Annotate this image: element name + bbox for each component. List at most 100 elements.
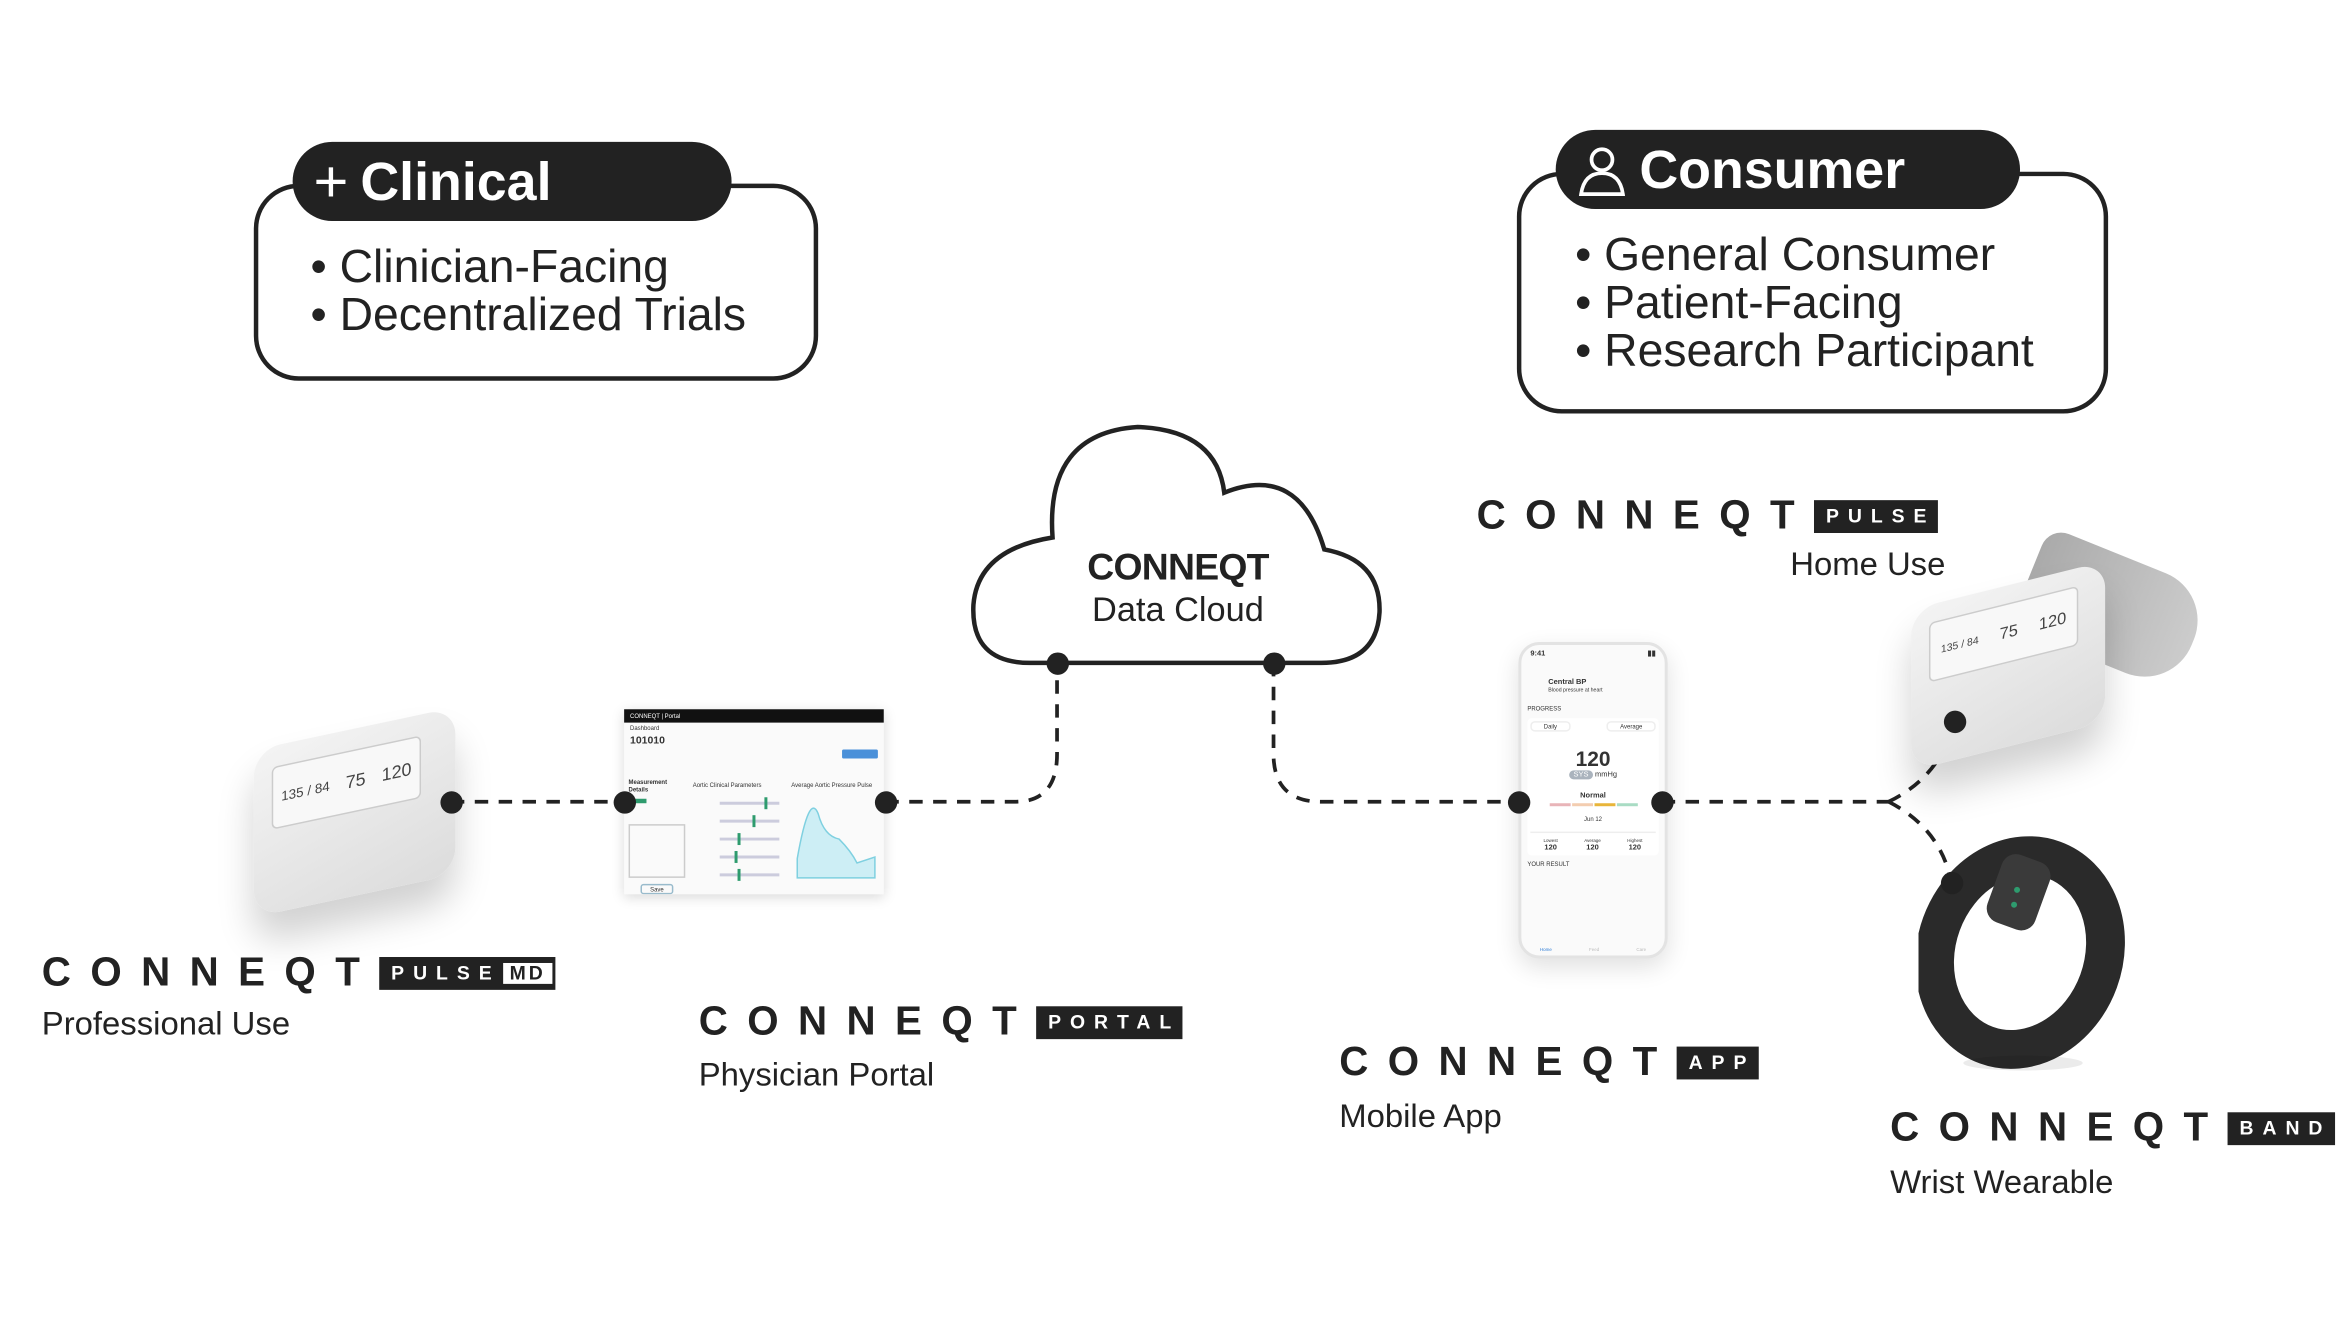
list-item: Clinician-Facing (311, 243, 746, 291)
app-logo: CONNEQT APP (1339, 1039, 1759, 1085)
portal-patient-id: 101010 (630, 736, 665, 747)
band-logo: CONNEQT BAND (1890, 1104, 2335, 1151)
clinical-header: + Clinical (292, 141, 732, 221)
badge-text: APP (1688, 1051, 1756, 1074)
cloud-subtitle: Data Cloud (1092, 589, 1264, 629)
connector-dot (1507, 790, 1530, 813)
wrist-band-image (1918, 836, 2125, 1071)
device-reading-hr: 75 (1999, 621, 2018, 645)
consumer-list: General Consumer Patient-Facing Research… (1575, 231, 2034, 374)
device-reading-central: 120 (381, 758, 412, 786)
tab-bar: Home Feed Care (1521, 947, 1664, 953)
data-cloud: CONNEQT Data Cloud (1045, 546, 1311, 630)
app-label: Mobile App (1339, 1097, 1502, 1135)
badge-text: PULSE (391, 961, 501, 984)
mobile-app-screenshot: 9:41 ▮▮ Central BP Blood pressure at hear… (1518, 641, 1668, 959)
list-item: Decentralized Trials (311, 290, 746, 339)
line-hub-band (1887, 800, 1954, 883)
device-screen: 135 / 84 75 120 (271, 735, 422, 830)
consumer-title: Consumer (1639, 138, 1906, 200)
portal-save-button: Save (640, 883, 674, 895)
phone-time: 9:41 (1530, 649, 1546, 659)
badge-text: PORTAL (1048, 1010, 1181, 1034)
logo-badge: BAND (2227, 1111, 2335, 1145)
portal-section-title: Average Aortic Pressure Pulse (791, 780, 873, 789)
list-item: General Consumer (1575, 231, 2034, 279)
clinical-list: Clinician-Facing Decentralized Trials (311, 243, 746, 339)
tab-care: Care (1636, 946, 1647, 953)
device-screen: 135 / 84 75 120 (1928, 585, 2079, 683)
portal-section-title: Measurement Details (628, 777, 668, 793)
connector-dot (439, 790, 463, 813)
sys-badge: SYS (1569, 770, 1593, 780)
status-label: Normal (1580, 791, 1606, 801)
logo-badge: PULSE (1813, 499, 1939, 533)
portal-nav: Dashboard (630, 724, 660, 732)
stat-value: 120 (1544, 843, 1557, 853)
unit-label: mmHg (1595, 770, 1618, 780)
line-cloud-app (1271, 662, 1519, 804)
stat-value: 120 (1628, 843, 1642, 853)
portal-label: Physician Portal (698, 1055, 935, 1093)
logo-wordmark: CONNEQT (1890, 1104, 2228, 1150)
portal-topbar: CONNEQT | Portal (624, 709, 884, 723)
device-reading-hr: 75 (345, 768, 366, 794)
cloud-title: CONNEQT (1087, 546, 1269, 589)
result-label: YOUR RESULT (1527, 859, 1570, 868)
portal-left-panel: Measurement Details Save (628, 777, 686, 895)
device-reading-bp: 135 / 84 (1940, 635, 1979, 656)
band-label: Wrist Wearable (1890, 1163, 2114, 1201)
daily-dropdown: Daily (1530, 721, 1571, 732)
progress-label: PROGRESS (1527, 704, 1562, 713)
device-reading-central: 120 (2038, 609, 2067, 635)
tab-feed: Feed (1589, 946, 1600, 953)
pulse-logo: CONNEQT PULSE (1477, 493, 1939, 539)
logo-wordmark: CONNEQT (698, 998, 1037, 1044)
portal-screenshot: CONNEQT | Portal Dashboard 101010 Measur… (624, 709, 884, 895)
range-bar (1530, 803, 1655, 807)
portal-section-title: Aortic Clinical Parameters (692, 780, 762, 789)
badge-text: BAND (2239, 1116, 2332, 1140)
portal-charts (719, 797, 876, 881)
connector-dot (1943, 709, 1966, 733)
line-portal-cloud (885, 662, 1059, 804)
device-reading-bp: 135 / 84 (281, 778, 330, 804)
portal-export-button (842, 749, 878, 759)
plus-icon: + (313, 148, 349, 215)
list-item: Research Participant (1575, 326, 2034, 375)
consumer-header: Consumer (1555, 129, 2021, 210)
connector-dot (612, 790, 636, 813)
logo-wordmark: CONNEQT (1476, 492, 1814, 538)
tab-home: Home (1539, 946, 1552, 953)
stat-label: Lowest (1543, 837, 1558, 844)
connector-dot (1045, 651, 1069, 675)
clinical-title: Clinical (360, 150, 552, 212)
date-label: Jun 12 (1584, 815, 1602, 823)
logo-wordmark: CONNEQT (1339, 1039, 1677, 1084)
logo-badge: APP (1676, 1045, 1759, 1079)
logo-wordmark: CONNEQT (41, 949, 380, 995)
badge-md: MD (503, 961, 552, 984)
status-icons: ▮▮ (1647, 649, 1656, 659)
connector-dot (1262, 651, 1285, 675)
connector-dot (874, 790, 897, 813)
stat-label: Highest (1627, 837, 1643, 844)
cloud-shape (971, 424, 1382, 666)
person-icon (1578, 146, 1626, 196)
app-subtitle: Blood pressure at heart (1548, 686, 1603, 693)
list-item: Patient-Facing (1575, 278, 2034, 327)
app-title: Central BP (1548, 677, 1587, 687)
portal-logo: CONNEQT PORTAL (698, 998, 1184, 1045)
stat-label: Average (1584, 837, 1601, 844)
pulse-md-label: Professional Use (41, 1004, 291, 1043)
bp-value: 120 (1575, 746, 1611, 771)
badge-text: PULSE (1825, 504, 1936, 528)
average-dropdown: Average (1606, 721, 1656, 732)
logo-badge: PORTAL (1036, 1005, 1184, 1039)
pulse-label: Home Use (1790, 544, 1946, 583)
stat-value: 120 (1586, 843, 1599, 853)
